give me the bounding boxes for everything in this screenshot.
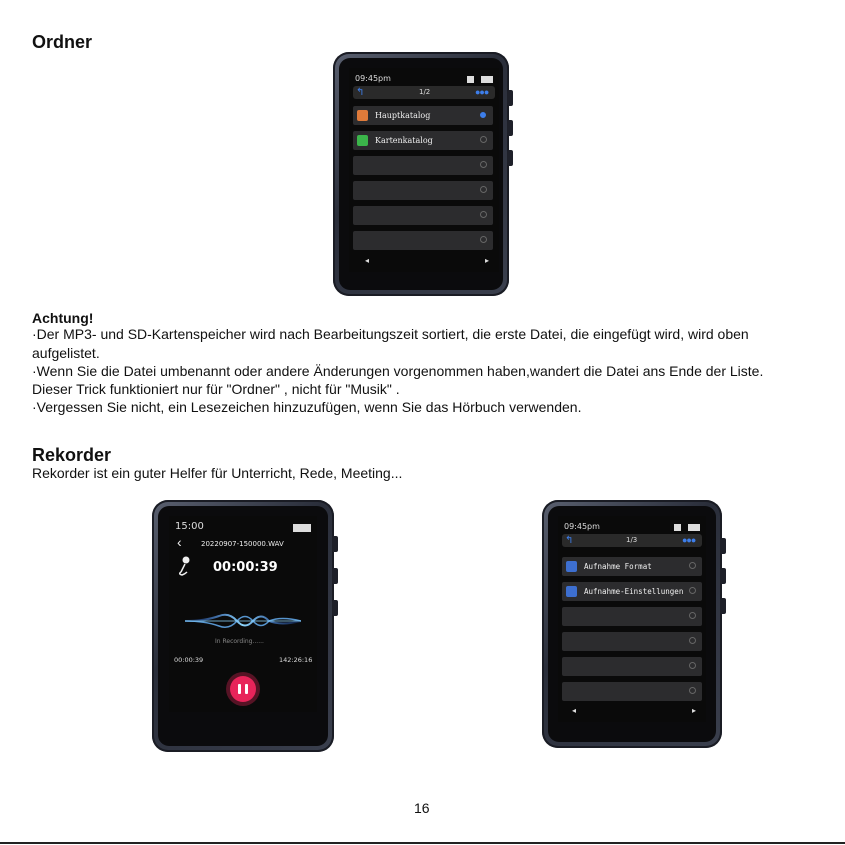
nav-bar: ↰ 1/3 ●●● — [562, 534, 702, 547]
back-arrow-icon[interactable]: ↰ — [356, 87, 365, 98]
waveform-icon — [185, 613, 301, 628]
list-item-label: Hauptkatalog — [375, 111, 431, 120]
recorder-heading: Rekorder — [32, 445, 112, 465]
list-item[interactable] — [562, 657, 702, 676]
note-line-1: ·Der MP3- und SD-Kartenspeicher wird nac… — [32, 326, 749, 342]
radio-button[interactable] — [689, 612, 696, 619]
radio-button[interactable] — [480, 186, 487, 193]
list-item[interactable]: Kartenkatalog — [353, 131, 493, 150]
side-button-2[interactable] — [332, 568, 338, 584]
list-item[interactable]: Aufnahme-Einstellungen — [562, 582, 702, 601]
list-item[interactable] — [353, 231, 493, 250]
status-time: 15:00 — [175, 521, 204, 532]
page-number: 16 — [414, 800, 430, 816]
bottom-rule — [0, 842, 845, 844]
next-page-icon[interactable]: ▸ — [692, 706, 697, 715]
side-button-3[interactable] — [720, 598, 726, 614]
side-button-1[interactable] — [720, 538, 726, 554]
side-button-1[interactable] — [332, 536, 338, 552]
radio-button[interactable] — [480, 211, 487, 218]
list-item[interactable] — [562, 607, 702, 626]
note-line-4: Dieser Trick funktioniert nur für "Ordne… — [32, 381, 400, 397]
sd-card-status-icon — [674, 524, 681, 531]
recorder-subtitle: Rekorder ist ein guter Helfer für Unterr… — [32, 465, 403, 481]
list-item[interactable] — [353, 206, 493, 225]
prev-page-icon[interactable]: ◂ — [365, 256, 370, 265]
note-line-5: ·Vergessen Sie nicht, ein Lesezeichen hi… — [32, 399, 582, 415]
mp3-player-recording: 15:00 ‹ 20220907-150000.WAV 00:00:39 — [152, 500, 338, 752]
recording-filename: 20220907-150000.WAV — [201, 540, 284, 548]
pause-button[interactable] — [226, 672, 260, 706]
list-item[interactable] — [353, 156, 493, 175]
settings-icon — [566, 586, 577, 597]
page-indicator: 1/2 — [419, 88, 431, 96]
back-chevron-icon[interactable]: ‹ — [177, 534, 182, 550]
more-dots-icon[interactable]: ●●● — [682, 535, 696, 545]
pause-button-core — [230, 676, 256, 702]
next-page-icon[interactable]: ▸ — [485, 256, 490, 265]
page-indicator: 1/3 — [626, 536, 638, 544]
list-item-label: Aufnahme Format — [584, 562, 652, 571]
nav-bar: ↰ 1/2 ●●● — [353, 86, 495, 99]
side-button-3[interactable] — [332, 600, 338, 616]
microphone-icon — [178, 556, 190, 576]
list-item[interactable]: Aufnahme Format — [562, 557, 702, 576]
battery-icon — [293, 524, 311, 532]
side-button-3[interactable] — [507, 150, 513, 166]
status-time: 09:45pm — [355, 74, 391, 83]
folder-icon — [357, 110, 368, 121]
side-button-2[interactable] — [507, 120, 513, 136]
radio-button[interactable] — [480, 112, 486, 118]
list-item[interactable]: Hauptkatalog — [353, 106, 493, 125]
radio-button[interactable] — [480, 136, 487, 143]
prev-page-icon[interactable]: ◂ — [572, 706, 577, 715]
battery-icon — [688, 524, 700, 531]
back-arrow-icon[interactable]: ↰ — [565, 535, 574, 546]
pause-icon — [238, 684, 241, 694]
sd-card-icon — [357, 135, 368, 146]
radio-button[interactable] — [689, 687, 696, 694]
sd-card-status-icon — [467, 76, 474, 83]
radio-button[interactable] — [689, 562, 696, 569]
status-time: 09:45pm — [564, 522, 600, 531]
side-button-1[interactable] — [507, 90, 513, 106]
recording-remaining: 142:26:16 — [279, 656, 313, 664]
list-item[interactable] — [562, 682, 702, 701]
format-icon — [566, 561, 577, 572]
folder-heading: Ordner — [32, 32, 93, 52]
list-item-label: Kartenkatalog — [375, 136, 433, 145]
note-line-2: aufgelistet. — [32, 345, 100, 361]
note-line-3: ·Wenn Sie die Datei umbenannt oder ander… — [32, 363, 764, 379]
more-dots-icon[interactable]: ●●● — [475, 87, 489, 97]
side-button-2[interactable] — [720, 568, 726, 584]
radio-button[interactable] — [689, 587, 696, 594]
radio-button[interactable] — [689, 662, 696, 669]
recording-elapsed: 00:00:39 — [213, 560, 278, 575]
recording-position: 00:00:39 — [174, 656, 204, 664]
list-item[interactable] — [562, 632, 702, 651]
screen-recording: 15:00 ‹ 20220907-150000.WAV 00:00:39 — [169, 516, 317, 712]
pause-icon — [245, 684, 248, 694]
battery-icon — [481, 76, 493, 83]
radio-button[interactable] — [689, 637, 696, 644]
radio-button[interactable] — [480, 161, 487, 168]
recording-status: In Recording...... — [215, 638, 264, 645]
list-item[interactable] — [353, 181, 493, 200]
note-title: Achtung! — [32, 310, 94, 326]
radio-button[interactable] — [480, 236, 487, 243]
list-item-label: Aufnahme-Einstellungen — [584, 587, 684, 596]
